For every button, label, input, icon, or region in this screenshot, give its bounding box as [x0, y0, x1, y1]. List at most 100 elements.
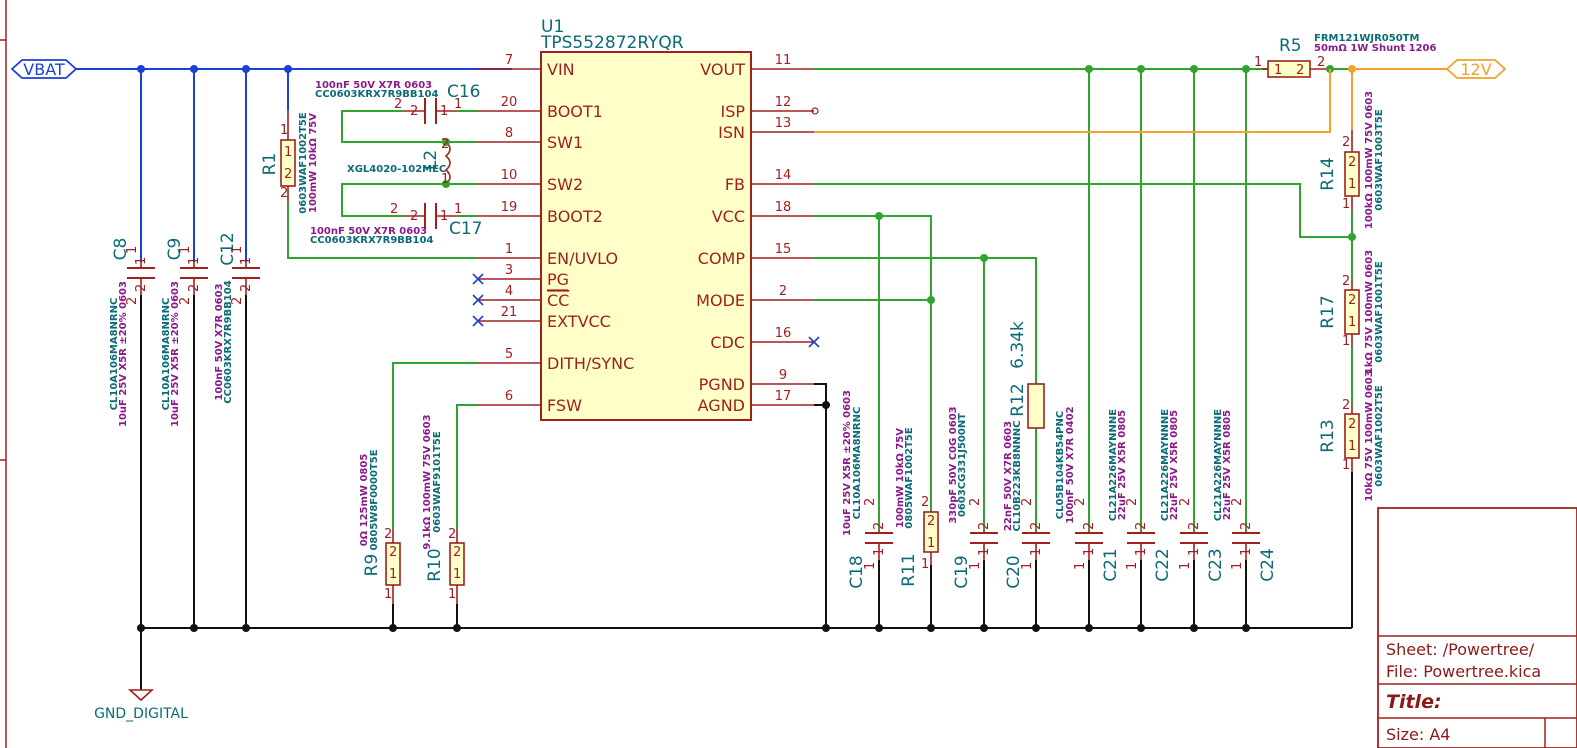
title-block-sheet: Sheet: /Powertree/	[1386, 640, 1535, 659]
svg-text:1: 1	[863, 562, 878, 570]
svg-text:2: 2	[1296, 63, 1304, 78]
cap-c23[interactable]: 2 1 2 1 C23 CL21A226MAYNNNE 22uF 25V X5R…	[1160, 409, 1226, 582]
svg-text:2: 2	[779, 284, 787, 299]
svg-text:1: 1	[927, 536, 935, 551]
svg-text:2: 2	[1348, 293, 1356, 308]
svg-text:2: 2	[384, 527, 392, 542]
svg-text:21: 21	[501, 305, 518, 320]
svg-text:CL10A106MA8NRNC: CL10A106MA8NRNC	[161, 298, 172, 411]
svg-text:10uF 25V X5R ±20% 0603: 10uF 25V X5R ±20% 0603	[170, 281, 181, 427]
svg-text:1: 1	[1187, 548, 1202, 556]
out-12v-net-label[interactable]: 12V	[1445, 59, 1507, 79]
svg-text:1: 1	[239, 257, 254, 265]
svg-text:CL21A226MAYNNNE: CL21A226MAYNNNE	[1108, 409, 1119, 521]
svg-text:1: 1	[1178, 562, 1193, 570]
title-block-title: Title:	[1386, 691, 1442, 713]
cap-c12[interactable]: C12 1 2 1 2 100nF 50V X7R 0603 CC0603KRX…	[214, 232, 260, 404]
svg-text:6.34k: 6.34k	[1008, 321, 1028, 369]
svg-text:2: 2	[394, 97, 402, 112]
svg-text:VOUT: VOUT	[700, 60, 745, 79]
cap-c18[interactable]: 2 1 2 1 C18 10uF 25V X5R ±20% 0603 CL10A…	[842, 390, 893, 589]
resistor-r1[interactable]: 1 2 1 2 R1 0603WAF1002T5E 100mW 10kΩ 75V	[260, 110, 319, 214]
svg-text:1: 1	[1134, 548, 1149, 556]
cap-c21[interactable]: 2 1 2 1 C21 CL05B104KB54PNC 100nF 50V X7…	[1055, 406, 1121, 581]
cap-c22[interactable]: 2 1 2 1 C22 CL21A226MAYNNNE 22uF 25V X5R…	[1108, 409, 1173, 582]
u1-right-pins	[751, 68, 814, 406]
svg-text:2: 2	[1020, 498, 1035, 506]
svg-text:19: 19	[501, 200, 518, 215]
svg-text:C8: C8	[111, 238, 131, 261]
svg-text:C16: C16	[447, 82, 481, 102]
svg-text:CC0603KRX7R9BB104: CC0603KRX7R9BB104	[315, 89, 438, 100]
svg-text:2: 2	[1187, 522, 1202, 530]
svg-text:10uF 25V X5R ±20% 0603: 10uF 25V X5R ±20% 0603	[842, 390, 853, 536]
cap-c20[interactable]: 2 1 2 1 C20 22nF 50V X7R 0603 CL10B223KB…	[1003, 421, 1050, 589]
svg-text:1: 1	[1348, 177, 1356, 192]
svg-text:R5: R5	[1279, 36, 1302, 56]
svg-text:2: 2	[1029, 522, 1044, 530]
resistor-r5-shunt[interactable]: 1 2 1 2 R5 FRM121WJR050TM 50mΩ 1W Shunt …	[1254, 33, 1436, 78]
svg-text:1: 1	[448, 587, 456, 602]
svg-text:L2: L2	[421, 150, 441, 170]
resistor-r9[interactable]: 2 1 2 1 R9 0Ω 125mW 0805 0805W8F0000T5E	[359, 449, 401, 604]
svg-text:1: 1	[134, 257, 149, 265]
resistor-r11[interactable]: 2 1 2 1 R11 100mW 10kΩ 75V 0805WAF1002T5…	[895, 427, 939, 587]
resistor-r13[interactable]: 2 1 2 1 R13 10kΩ 75V 100mW 0603 0603WAF1…	[1318, 370, 1385, 501]
resistor-r12[interactable]: R12 6.34k	[1008, 321, 1045, 429]
svg-text:2: 2	[1317, 55, 1325, 70]
cap-c17[interactable]: 2 1 2 1 C17 100nF 50V X7R 0603 CC0603KRX…	[310, 202, 483, 246]
cap-c24[interactable]: 2 1 2 1 C24 CL21A226MAYNNNE 22uF 25V X5R…	[1213, 409, 1278, 582]
svg-text:BOOT2: BOOT2	[547, 207, 603, 226]
svg-text:1: 1	[921, 557, 929, 572]
svg-text:COMP: COMP	[698, 249, 746, 268]
svg-text:1: 1	[1239, 548, 1254, 556]
svg-text:1: 1	[454, 97, 462, 112]
svg-text:R12: R12	[1008, 383, 1028, 416]
resistor-r10[interactable]: 2 1 2 1 R10 9.1kΩ 100mW 75V 0603 0603WAF…	[422, 414, 465, 604]
svg-text:0805WAF1002T5E: 0805WAF1002T5E	[904, 427, 915, 529]
svg-text:C9: C9	[165, 238, 185, 261]
svg-text:6: 6	[505, 389, 513, 404]
svg-text:1: 1	[453, 567, 461, 582]
resistor-r14[interactable]: 2 1 2 1 R14 100kΩ 100mW 75V 0603 0603WAF…	[1318, 91, 1385, 229]
u1-left-pin-numbers: 7 20 8 10 19 1 3 4 21 5 6	[501, 53, 518, 404]
svg-text:2: 2	[134, 284, 149, 292]
svg-text:CL10B223KB8NNNC: CL10B223KB8NNNC	[1012, 421, 1023, 532]
svg-text:1: 1	[230, 246, 245, 254]
svg-text:VCC: VCC	[712, 207, 745, 226]
svg-text:0Ω 125mW 0805: 0Ω 125mW 0805	[359, 454, 370, 547]
svg-text:1: 1	[384, 587, 392, 602]
resistor-r17[interactable]: 2 1 2 1 R17 1kΩ 75V 100mW 0603 0603WAF10…	[1318, 250, 1385, 374]
svg-text:C18: C18	[847, 555, 867, 589]
svg-text:MODE: MODE	[696, 291, 745, 310]
svg-text:100nF 50V X7R 0402: 100nF 50V X7R 0402	[1065, 406, 1076, 523]
gnd-digital-symbol[interactable]: GND_DIGITAL	[94, 689, 188, 722]
svg-text:4: 4	[505, 284, 513, 299]
svg-text:CC0603KRX7R9BB104: CC0603KRX7R9BB104	[310, 235, 433, 246]
cap-c9[interactable]: C9 1 2 1 2 CL10A106MA8NRNC 10uF 25V X5R …	[161, 238, 208, 427]
svg-text:2: 2	[125, 297, 140, 305]
svg-text:2: 2	[1082, 522, 1097, 530]
cap-c16[interactable]: 2 1 2 1 C16 100nF 50V X7R 0603 CC0603KRX…	[315, 80, 481, 124]
inductor-l2[interactable]: L2 2 1 XGL4020-102MEC	[347, 137, 451, 188]
cap-c19[interactable]: 2 1 2 1 C19 330pF 50V C0G 0603 0603CG331…	[948, 406, 998, 589]
svg-text:2: 2	[921, 495, 929, 510]
ic-u1[interactable]: U1 TPS552872RYQR	[540, 17, 752, 421]
svg-text:12: 12	[775, 95, 792, 110]
cap-c8[interactable]: C8 1 2 1 2 CL10A106MA8NRNC 10uF 25V X5R …	[109, 238, 155, 427]
svg-text:C20: C20	[1004, 555, 1024, 589]
svg-text:2: 2	[1348, 417, 1356, 432]
svg-text:R17: R17	[1318, 295, 1338, 328]
svg-text:22nF 50V X7R 0603: 22nF 50V X7R 0603	[1003, 421, 1014, 531]
svg-text:2: 2	[1125, 498, 1140, 506]
svg-text:5: 5	[505, 347, 513, 362]
vbat-net-label[interactable]: VBAT	[10, 59, 78, 79]
svg-text:15: 15	[775, 242, 792, 257]
svg-text:R9: R9	[362, 554, 382, 577]
svg-text:1: 1	[125, 246, 140, 254]
svg-text:2: 2	[390, 202, 398, 217]
svg-text:1: 1	[1348, 315, 1356, 330]
svg-text:1: 1	[505, 242, 513, 257]
svg-text:14: 14	[775, 168, 792, 183]
svg-text:1: 1	[1348, 439, 1356, 454]
